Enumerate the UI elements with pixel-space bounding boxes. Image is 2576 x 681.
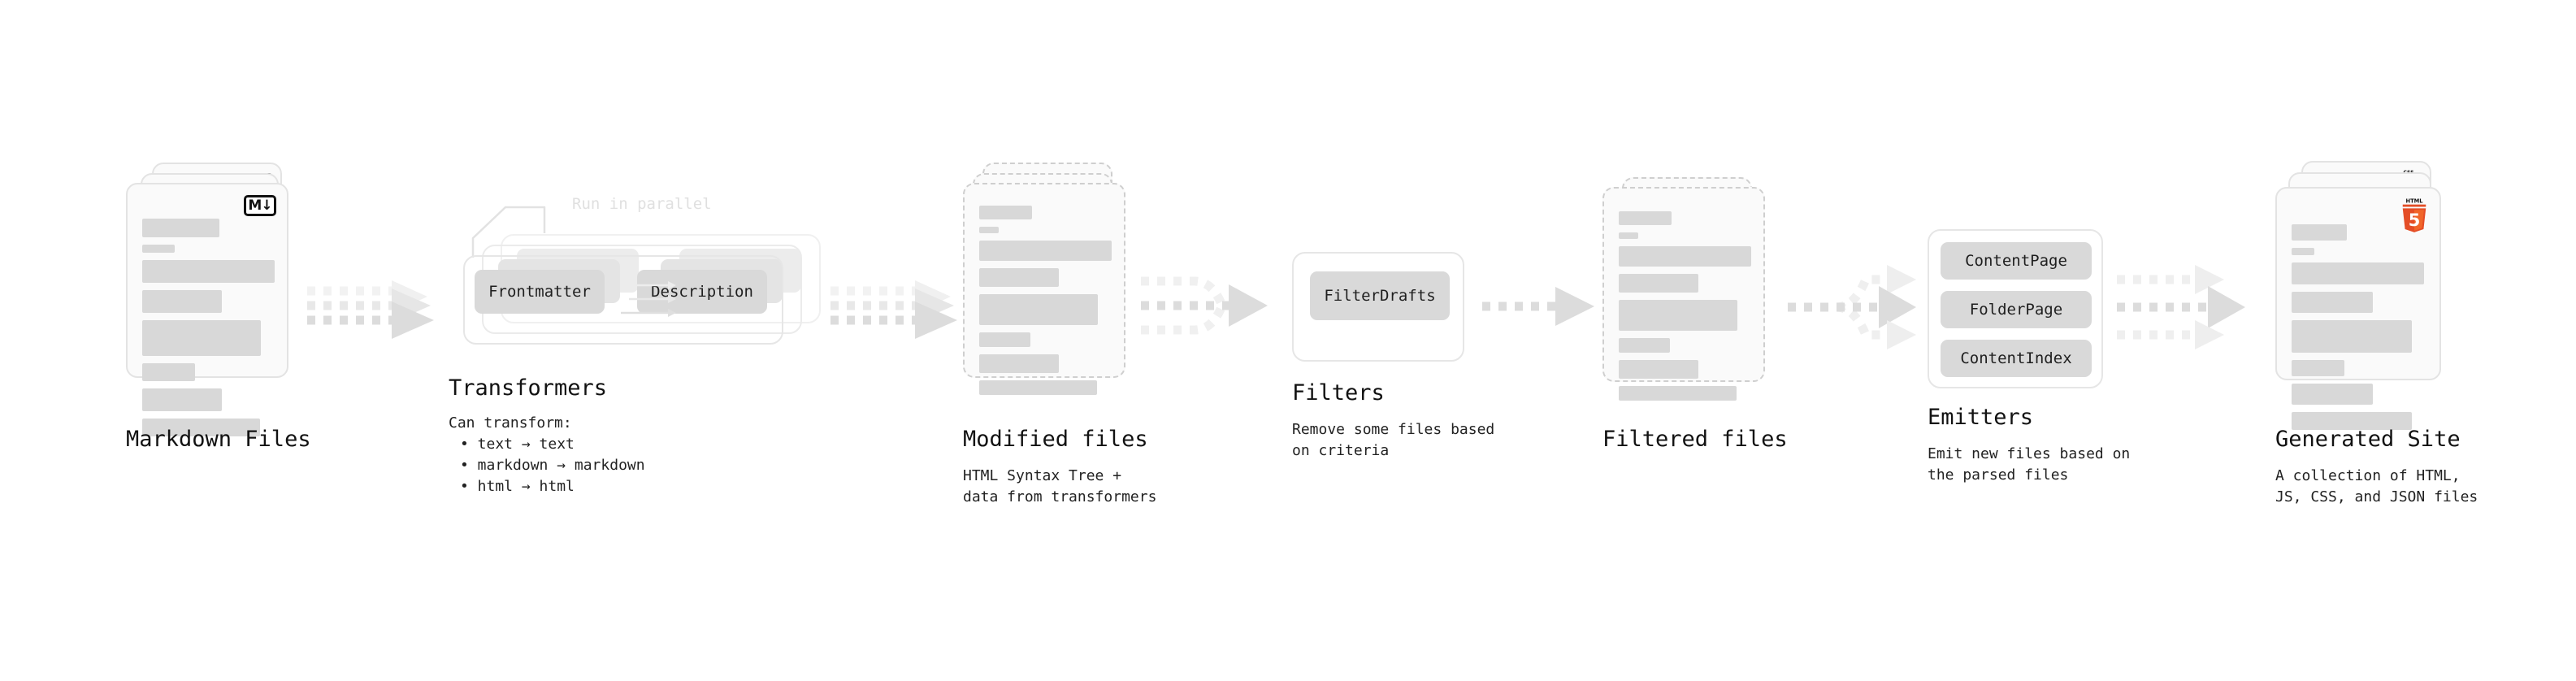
doc-line [979,227,999,233]
doc-content-lines [142,219,275,444]
doc-line [979,206,1032,219]
doc-line [2292,360,2344,376]
transformer-pill-frontmatter[interactable]: Frontmatter [475,270,605,314]
emitter-pill-label: FolderPage [1969,301,2063,319]
doc-line [1619,211,1672,225]
doc-line [979,294,1098,325]
markdown-icon: M↓ [244,195,276,216]
arrow-filtered-to-emitters [1788,265,1916,349]
emitters-subtitle: Emit new files based on the parsed files [1928,445,2131,484]
emitter-pill-label: ContentIndex [1960,349,2072,367]
doc-content-lines [1619,211,1751,408]
arrow-filters-to-filtered [1482,287,1594,326]
svg-text:HTML: HTML [2406,198,2424,205]
filter-pill-label: FilterDrafts [1324,287,1436,305]
modified-files-subtitle: HTML Syntax Tree + data from transformer… [963,467,1157,505]
doc-line [142,388,222,411]
generated-html-card: HTML 5 [2275,187,2441,430]
doc-line [142,320,261,356]
doc-line [2292,224,2347,241]
arrow-modified-to-filters [1141,276,1268,335]
doc-line [2292,262,2424,284]
stage-title-markdown-files: Markdown Files [126,427,311,452]
doc-line [2292,412,2412,430]
stage-title-emitters: Emitters [1928,405,2034,430]
modified-files-stack [963,163,1138,395]
doc-content-lines [979,206,1112,402]
doc-line [1619,300,1737,331]
doc-line [979,268,1059,287]
svg-text:5: 5 [2409,210,2421,230]
stage-title-generated-site: Generated Site [2275,427,2461,452]
doc-line [1619,274,1698,293]
stage-title-transformers: Transformers [449,375,608,401]
doc-content-lines [2292,224,2425,437]
html5-icon: HTML 5 [2402,198,2426,232]
doc-line [979,380,1097,395]
transformer-pill-description[interactable]: Description [637,270,767,314]
doc-line [979,241,1112,261]
markdown-file-card-front: M↓ [126,183,288,436]
doc-line [1619,360,1698,379]
doc-line [142,419,260,436]
transformers-bullet-1: • markdown → markdown [460,457,645,474]
emitter-pill-contentpage[interactable]: ContentPage [1941,242,2092,280]
doc-line [1619,246,1751,267]
doc-line [979,354,1059,373]
stage-title-filters: Filters [1292,380,1385,406]
transformer-box-front: Frontmatter Description [463,255,783,345]
doc-line [142,260,275,283]
modified-file-card-front [963,183,1125,395]
transformers-bullet-0: • text → text [460,436,575,453]
filtered-files-stack [1602,177,1777,401]
doc-line [979,332,1030,347]
run-in-parallel-label: Run in parallel [572,195,712,213]
arrow-markdown-to-transformers [307,280,434,339]
doc-line [1619,232,1638,239]
transformer-pill-label: Description [651,283,753,301]
stage-title-modified-files: Modified files [963,427,1148,452]
stage-title-filtered-files: Filtered files [1602,427,1788,452]
emitter-pill-contentindex[interactable]: ContentIndex [1941,340,2092,377]
filters-group: FilterDrafts [1292,252,1464,362]
transformer-pill-label: Frontmatter [488,283,591,301]
emitter-pill-label: ContentPage [1965,252,2067,270]
doc-line [142,290,222,313]
doc-line [2292,384,2373,405]
generated-site-stack: CSS HTML 5 [2275,161,2454,430]
doc-line [1619,386,1737,401]
doc-line [2292,248,2314,255]
doc-line [2292,320,2412,353]
doc-line [1619,338,1670,353]
transformers-subtitle: Can transform: [449,414,572,432]
filtered-file-card-front [1602,187,1765,401]
doc-line [142,363,195,381]
doc-line [142,245,175,253]
generated-site-subtitle: A collection of HTML, JS, CSS, and JSON … [2275,467,2478,505]
doc-line [142,219,219,237]
arrow-emitters-to-site [2117,265,2245,349]
emitters-group: ContentPage FolderPage ContentIndex [1928,229,2103,388]
doc-line [2292,292,2373,313]
filter-pill-filterdrafts[interactable]: FilterDrafts [1310,271,1450,320]
arrow-transformers-to-modified [830,280,957,339]
transformers-group: Run in parallel Frontmatter Description [449,195,830,358]
markdown-files-stack: M↓ M↓ M↓ [126,163,301,436]
filters-subtitle: Remove some files based on criteria [1292,421,1495,459]
emitter-pill-folderpage[interactable]: FolderPage [1941,291,2092,328]
run-in-parallel-bracket [471,206,546,258]
transformer-inner-arrows [621,281,676,317]
transformers-bullet-2: • html → html [460,478,575,495]
